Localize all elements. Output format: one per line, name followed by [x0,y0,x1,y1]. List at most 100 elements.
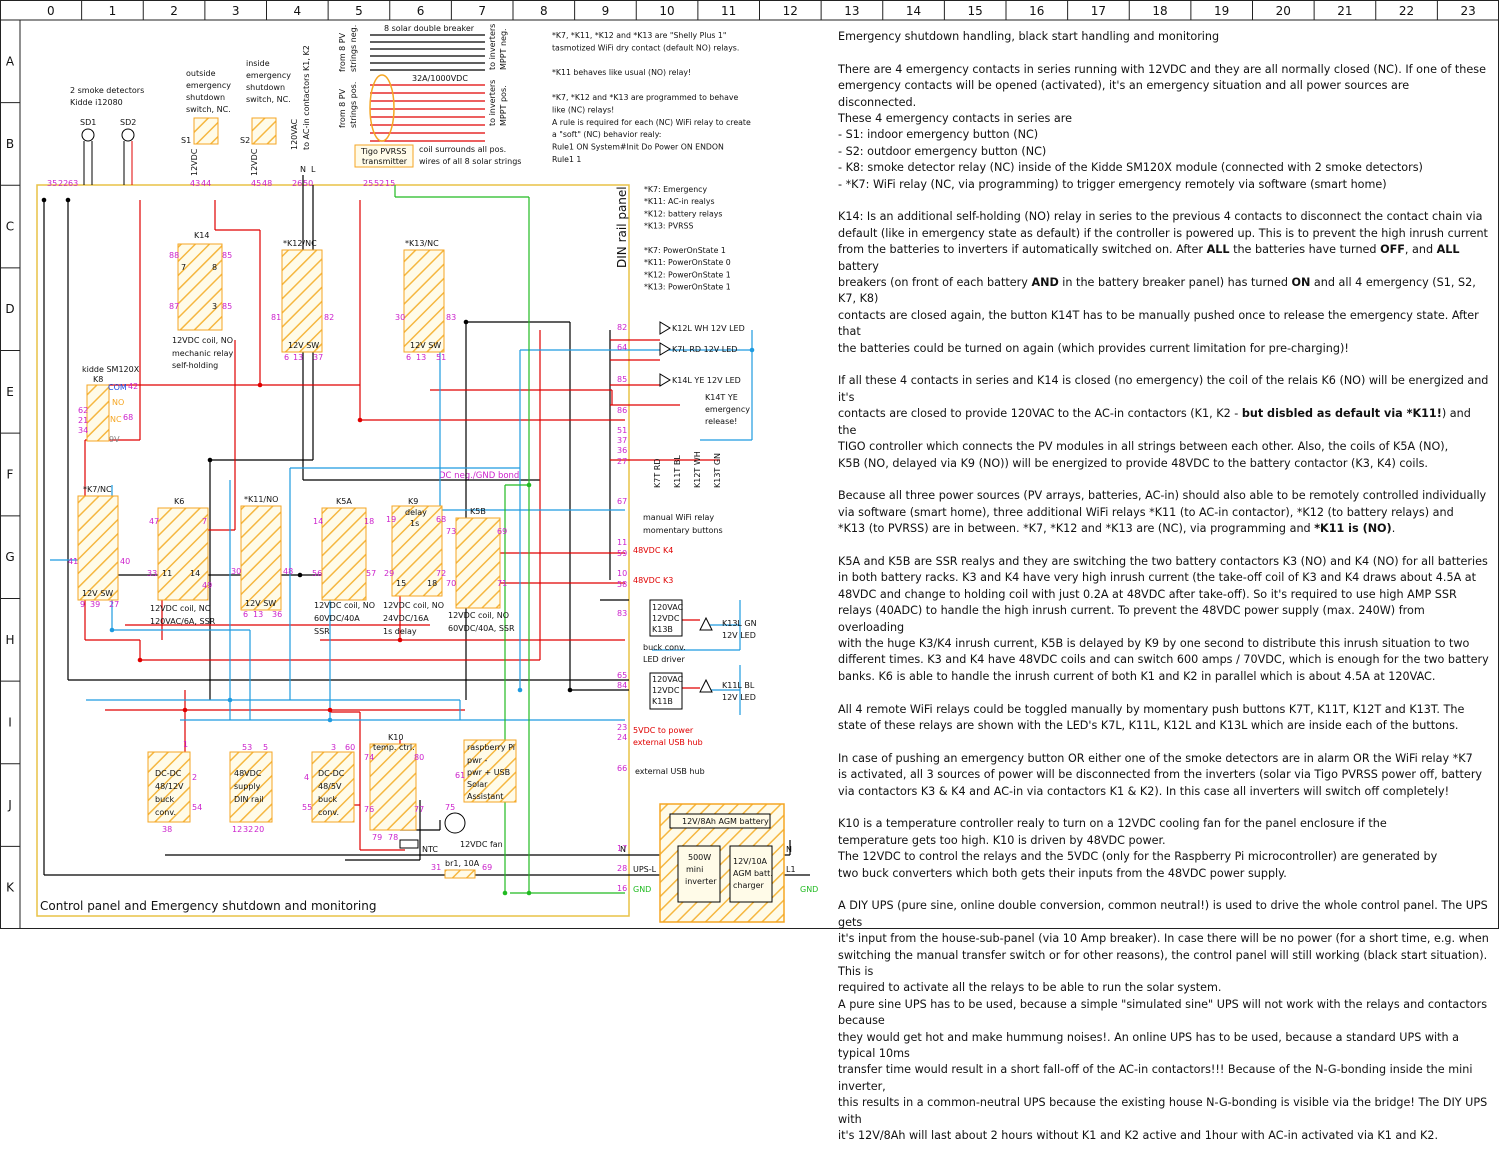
grid-column-label: 15 [968,4,983,18]
svg-text:12V SW: 12V SW [410,341,441,350]
svg-text:73: 73 [446,527,456,536]
svg-text:external USB hub: external USB hub [633,738,703,747]
dcdc-48-5-converter: DC-DC 48/5V buck conv. 4 55 3 60 [302,743,355,823]
svg-text:87: 87 [169,302,179,311]
svg-text:36: 36 [272,610,282,619]
svg-text:35: 35 [47,179,57,188]
svg-text:83: 83 [446,313,456,322]
svg-text:48VDC K3: 48VDC K3 [633,576,673,585]
cooling-fan: 75 12VDC fan [444,803,503,849]
svg-text:N: N [300,165,306,174]
svg-text:76: 76 [364,805,374,814]
note-paragraph: K5A and K5B are SSR realys and they are … [838,554,1489,683]
k9-delay-relay: K9 delay 1s 19 68 29 72 15 18 12VDC coil… [383,497,446,636]
svg-text:48VDC K4: 48VDC K4 [633,546,673,555]
svg-text:12VDC: 12VDC [190,148,199,176]
svg-text:13: 13 [253,610,263,619]
wifi-power-on-state: *K7: PowerOnState 1*K11: PowerOnState 0*… [644,246,731,292]
svg-text:4: 4 [304,773,309,782]
shelly-relay-note: *K7, *K11, *K12 and *K13 are "Shelly Plu… [552,31,751,164]
svg-text:12VDC coil, NO: 12VDC coil, NO [314,601,375,610]
svg-text:charger: charger [733,881,765,890]
shelly-note-line: a "soft" (NC) behavior realy: [552,130,661,139]
junction-dots [41,197,755,896]
svg-text:mini: mini [686,865,703,874]
smoke-detectors: 2 smoke detectors Kidde i12080 SD1 SD2 [70,86,144,185]
svg-text:22: 22 [58,179,68,188]
note-paragraph: There are 4 emergency contacts in series… [838,62,1486,191]
svg-text:70: 70 [446,579,456,588]
shelly-note-line: A rule is required for each (NC) WiFi re… [552,118,751,127]
emergency-switches: outside emergency shutdown switch, NC. i… [181,24,521,176]
s1-label: S1 [181,136,191,145]
svg-text:85: 85 [222,302,232,311]
svg-text:wires of all 8 solar strings: wires of all 8 solar strings [419,157,521,166]
svg-text:82: 82 [324,313,334,322]
din-rail-label: DIN rail panel [615,186,629,268]
grid-column-label: 17 [1091,4,1106,18]
k8-smoke-relay: kidde SM120X K8 COM NO NC 9V 42 62 21 68… [78,365,140,444]
grid-column-label: 3 [232,4,240,18]
note-paragraph: A DIY UPS (pure sine, online double conv… [838,899,1489,1143]
svg-text:61: 61 [455,771,465,780]
svg-text:32: 32 [243,825,253,834]
grid-column-label: 5 [355,4,363,18]
grid-column-label: 4 [293,4,301,18]
grid-column-label: 0 [47,4,55,18]
right-pin-number: 83 [617,609,627,618]
svg-text:26: 26 [292,179,302,188]
svg-text:12VDC: 12VDC [250,148,259,176]
svg-text:to AC-in contactors K1, K2: to AC-in contactors K1, K2 [302,45,311,150]
shelly-note-line: *K7, *K12 and *K13 are programmed to beh… [552,93,738,102]
right-pin-number: 11 [617,538,627,547]
svg-text:71: 71 [497,579,507,588]
grid-column-label: 20 [1276,4,1291,18]
right-pin-number: 36 [617,446,627,455]
svg-text:to inverters: to inverters [488,24,497,70]
grid-column-label: 23 [1461,4,1476,18]
svg-text:7: 7 [202,517,207,526]
power-on-state-line: *K13: PowerOnState 1 [644,283,731,292]
note-paragraph: Because all three power sources (PV arra… [838,489,1487,536]
svg-text:mechanic relay: mechanic relay [172,349,233,358]
svg-text:inside: inside [246,59,270,68]
svg-text:48VDC: 48VDC [234,769,262,778]
svg-text:12V LED: 12V LED [722,631,756,640]
svg-text:emergency: emergency [246,71,291,80]
svg-text:120VAC: 120VAC [290,118,299,150]
grid-column-label: 22 [1399,4,1414,18]
svg-text:GND: GND [800,885,818,894]
svg-text:temp. ctrl.: temp. ctrl. [373,743,415,752]
svg-text:6: 6 [243,610,248,619]
svg-text:14: 14 [190,569,200,578]
led-drivers: 120VAC 12VDC K13B buck conv. LED driver … [620,599,818,894]
k5b-ssr: K5B 73 69 70 71 12VDC coil, NO 60VDC/40A… [446,507,515,633]
svg-text:Assistant: Assistant [467,792,503,801]
svg-text:to inverters: to inverters [488,80,497,126]
grid-row-label: A [6,54,15,68]
svg-text:34: 34 [78,426,88,435]
grid-row-label: D [5,302,14,316]
svg-text:LED driver: LED driver [643,655,685,664]
svg-text:conv.: conv. [155,808,176,817]
k5a-ssr: K5A 14 18 56 57 12VDC coil, NO 60VDC/40A… [312,497,376,636]
svg-text:53: 53 [242,743,252,752]
svg-text:DIN rail: DIN rail [234,795,264,804]
schematic-canvas: Control panel and Emergency shutdown and… [0,0,1499,929]
svg-text:12VDC coil, NO: 12VDC coil, NO [383,601,444,610]
svg-text:25: 25 [363,179,373,188]
svg-text:K10: K10 [388,733,403,742]
svg-text:UPS-L: UPS-L [633,865,657,874]
svg-text:120VAC/6A, SSR: 120VAC/6A, SSR [150,617,216,626]
grid-column-label: 1 [109,4,117,18]
relay-role-line: *K11: AC-in realys [644,197,715,206]
svg-text:K11T BL: K11T BL [673,455,682,488]
svg-text:20: 20 [254,825,264,834]
status-leds: K12L WH 12V LED K7L RD 12V LED K14L YE 1… [659,321,750,426]
svg-text:K13T GN: K13T GN [713,453,722,488]
svg-text:15: 15 [396,579,406,588]
svg-text:80: 80 [414,753,424,762]
svg-text:AGM batt.: AGM batt. [733,869,773,878]
shelly-note-line: *K11 behaves like usual (NO) relay! [552,68,691,77]
svg-text:21: 21 [78,416,88,425]
